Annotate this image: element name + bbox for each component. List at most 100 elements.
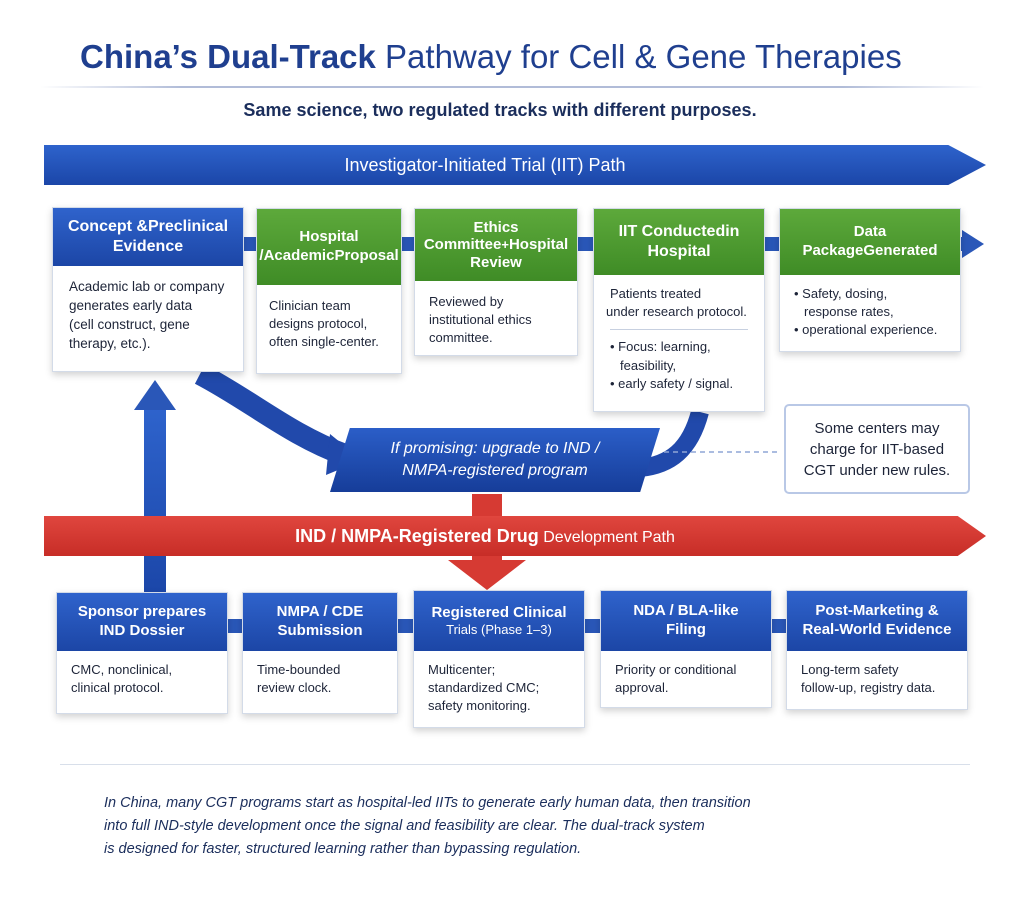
card-body: CMC, nonclinical, clinical protocol. <box>57 651 227 707</box>
note-line: Some centers may <box>814 419 940 437</box>
card-body-line: approval. <box>615 680 669 696</box>
iit-path-band: Investigator-Initiated Trial (IIT) Path <box>44 145 986 185</box>
iit-card-conducted: IIT Conductedin Hospital Patients treate… <box>593 208 765 412</box>
note-line: CGT under new rules. <box>803 461 951 479</box>
upgrade-callout: If promising: upgrade to IND /NMPA-regis… <box>330 428 660 492</box>
card-body-line: feasibility, <box>620 357 677 373</box>
card-body-line: safety monitoring. <box>428 698 531 714</box>
card-title-line: Post-Marketing & <box>815 602 939 620</box>
card-body-line: CMC, nonclinical, <box>71 662 173 677</box>
card-body-line: (cell construct, gene <box>69 316 190 332</box>
card-body-line: often single-center. <box>269 334 379 350</box>
card-body-line: generates early data <box>69 297 193 313</box>
card-body-line: Academic lab or company <box>69 279 225 294</box>
card-body-line: • Focus: learning, <box>610 339 711 355</box>
card-title-line: Hospital / <box>259 228 359 264</box>
card-body-line: Priority or conditional <box>615 662 737 677</box>
iit-card-concept: Concept &Preclinical Evidence Academic l… <box>52 207 244 372</box>
ind-path-band: IND / NMPA-Registered Drug Development P… <box>44 516 986 556</box>
card-body: Reviewed by institutional ethics committ… <box>415 281 577 360</box>
card-title: Post-Marketing &Real-World Evidence <box>787 591 967 651</box>
card-title-line: Proposal <box>334 247 399 264</box>
card-title-line: Ethics Committee <box>423 219 519 254</box>
card-title-line: Generated <box>863 242 938 259</box>
card-body: Clinician team designs protocol, often s… <box>257 285 401 364</box>
iit-card-proposal: Hospital /AcademicProposal Clinician tea… <box>256 208 402 374</box>
card-title-line: Academic <box>263 247 335 264</box>
card-title-line: Submission <box>277 622 363 639</box>
card-body: Patients treated under research protocol… <box>594 275 764 403</box>
card-title: Concept &Preclinical Evidence <box>53 208 243 266</box>
footer-divider <box>60 764 970 765</box>
card-title-line: Concept & <box>67 218 148 235</box>
iit-card-ethics: Ethics Committee+Hospital Review Reviewe… <box>414 208 578 356</box>
card-title-line: Hospital Review <box>470 236 569 271</box>
card-body-line: standardized CMC; <box>428 680 540 696</box>
card-title-line: NDA / BLA-like <box>633 602 739 620</box>
card-body-line: Reviewed by <box>429 294 504 309</box>
card-title-line: + <box>501 237 509 253</box>
footer-line: is designed for faster, structured learn… <box>104 841 582 858</box>
card-title-line: IND Dossier <box>99 622 185 639</box>
card-body-line: review clock. <box>257 680 332 696</box>
card-title-line: Trials (Phase 1–3) <box>446 622 552 638</box>
card-body-line: Multicenter; <box>428 662 496 677</box>
card-body: Time-bounded review clock. <box>243 651 397 707</box>
card-body: • Safety, dosing, response rates, • oper… <box>780 275 960 350</box>
footer-line: In China, many CGT programs start as hos… <box>104 795 751 811</box>
card-body-line: response rates, <box>804 304 894 320</box>
card-title: Data PackageGenerated <box>780 209 960 275</box>
card-body-line: Clinician team <box>269 298 351 313</box>
card-title-line: Filing <box>665 621 706 638</box>
card-body: Multicenter; standardized CMC; safety mo… <box>414 651 584 726</box>
card-body-line: Long-term safety <box>801 662 899 677</box>
concept-to-upgrade-arrow <box>194 364 349 466</box>
card-body-line: follow-up, registry data. <box>801 680 936 696</box>
card-body-line: • operational experience. <box>794 322 938 338</box>
card-body-line: committee. <box>429 330 493 346</box>
title-bold: China’s Dual-Track <box>80 38 376 75</box>
page-title: China’s Dual-Track Pathway for Cell & Ge… <box>80 38 960 76</box>
ind-path-label: IND / NMPA-Registered Drug Development P… <box>295 526 675 547</box>
card-body-line: clinical protocol. <box>71 680 164 696</box>
card-divider <box>610 329 748 331</box>
card-body-line: under research protocol. <box>606 304 747 320</box>
card-title-line: Data Package <box>802 223 887 259</box>
card-title: IIT Conductedin Hospital <box>594 209 764 275</box>
card-body-line: • Safety, dosing, <box>794 286 888 301</box>
return-up-arrow <box>134 380 176 596</box>
card-body: Long-term safety follow-up, registry dat… <box>787 651 967 707</box>
card-title-line: Preclinical Evidence <box>112 218 229 255</box>
callout-line: If promising: upgrade to IND / <box>390 440 600 458</box>
title-rest: Pathway for Cell & Gene Therapies <box>375 38 902 75</box>
iit-to-upgrade-arrow <box>638 409 709 477</box>
card-title-line: IIT Conducted <box>618 223 726 240</box>
card-body-line: Patients treated <box>610 286 702 301</box>
card-title-line: in Hospital <box>647 223 740 260</box>
card-body-line: • early safety / signal. <box>610 375 734 391</box>
card-title-line: Registered Clinical <box>431 603 567 621</box>
card-title: Ethics Committee+Hospital Review <box>415 209 577 281</box>
card-body-line: Time-bounded <box>257 662 341 677</box>
card-body-line: designs protocol, <box>269 316 368 332</box>
subtitle: Same science, two regulated tracks with … <box>243 100 757 120</box>
card-title-line: NMPA / CDE <box>276 603 364 621</box>
ind-path-label-light: Development Path <box>538 528 675 546</box>
card-title-line: Real-World Evidence <box>802 621 952 638</box>
footer-line: into full IND-style development once the… <box>104 818 705 835</box>
ind-card-post-marketing: Post-Marketing &Real-World Evidence Long… <box>786 590 968 710</box>
card-body: Academic lab or company generates early … <box>53 266 243 366</box>
card-body-line: therapy, etc.). <box>69 335 151 351</box>
footer-note: In China, many CGT programs start as hos… <box>104 792 954 862</box>
card-body-line: institutional ethics <box>429 312 532 328</box>
card-title: Hospital /AcademicProposal <box>257 209 401 285</box>
card-body: Priority or conditional approval. <box>601 651 771 707</box>
